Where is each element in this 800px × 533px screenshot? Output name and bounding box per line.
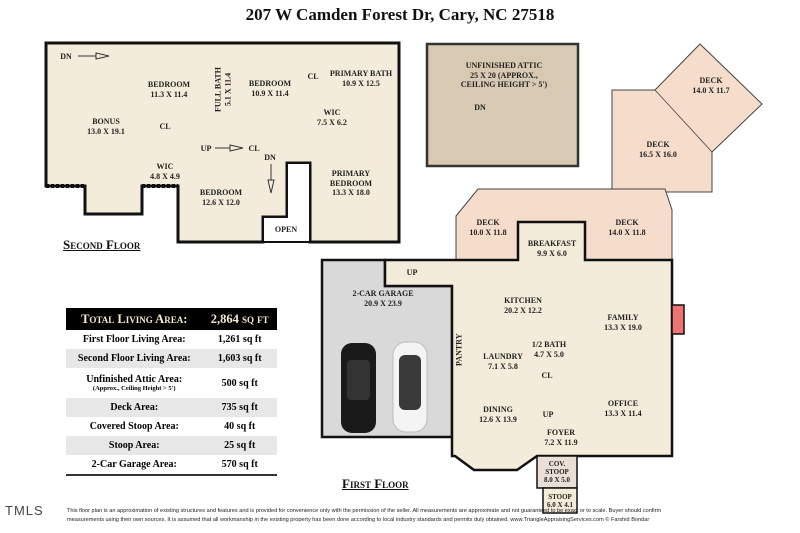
area-row: Second Floor Living Area:1,603 sq ft (66, 349, 277, 368)
closet-label: CL (159, 122, 171, 131)
stair-dn-label: DN (474, 103, 486, 112)
area-row: First Floor Living Area:1,261 sq ft (66, 330, 277, 349)
pantry-label: PANTRY (454, 333, 464, 366)
area-row: Covered Stoop Area:40 sq ft (66, 417, 277, 436)
area-row: Deck Area:735 sq ft (66, 398, 277, 417)
total-living-area-row: Total Living Area:2,864 sq ft (66, 308, 277, 330)
covered-stoop (536, 455, 578, 489)
stair-up-label: UP (406, 268, 418, 277)
open-label: OPEN (274, 225, 298, 234)
area-row: Unfinished Attic Area:(Approx., Ceiling … (66, 368, 277, 398)
stair-dn-label: DN (60, 52, 72, 61)
second-floor-title: Second Floor (63, 237, 141, 252)
disclaimer: This floor plan is an approximation of e… (67, 508, 662, 523)
closet-label: CL (541, 371, 553, 380)
deck-upper (611, 43, 763, 193)
property-address-title: 207 W Camden Forest Dr, Cary, NC 27518 (245, 5, 555, 24)
area-row: Stoop Area:25 sq ft (66, 436, 277, 455)
stair-up-label: UP (200, 144, 212, 153)
stair-dn-label: DN (264, 153, 276, 162)
closet-label: CL (248, 144, 260, 153)
stair-up-label: UP (542, 410, 554, 419)
open-to-below (262, 162, 311, 243)
stoop (542, 487, 578, 514)
closet-label: CL (307, 72, 319, 81)
area-row: 2-Car Garage Area:570 sq ft (66, 455, 277, 476)
mls-logo: TMLS (5, 503, 44, 518)
first-floor-title: First Floor (342, 476, 409, 491)
car-white-icon (392, 341, 428, 433)
fireplace (671, 304, 685, 335)
attic-outline (425, 42, 580, 168)
area-summary-table: Total Living Area:2,864 sq ft First Floo… (66, 308, 277, 476)
car-black-icon (341, 343, 376, 433)
